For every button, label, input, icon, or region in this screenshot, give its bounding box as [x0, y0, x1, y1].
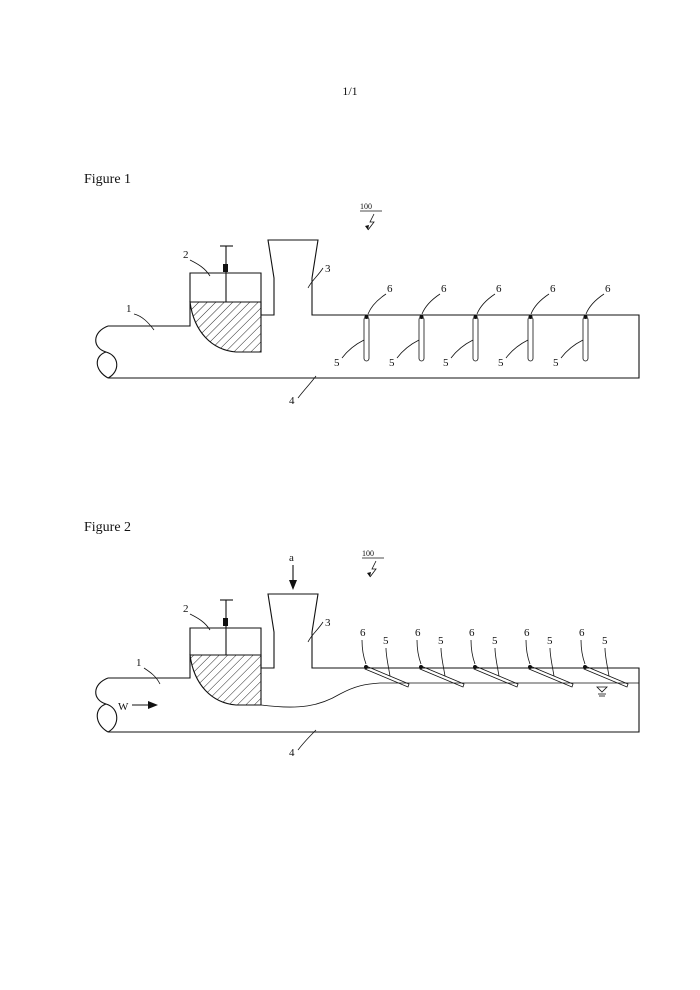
valve: [190, 600, 261, 705]
hinge-pin: [420, 315, 424, 319]
svg-text:6: 6: [550, 283, 556, 295]
hinge-pin: [583, 665, 587, 669]
baffle: [364, 315, 369, 361]
svg-text:100: 100: [360, 202, 372, 211]
svg-text:6: 6: [441, 283, 447, 295]
figure-1-diagram: 100: [96, 202, 639, 407]
svg-text:5: 5: [443, 357, 449, 369]
baffle: [583, 315, 588, 361]
water-surface: [261, 683, 639, 707]
valve: [190, 246, 261, 352]
svg-text:100: 100: [362, 549, 374, 558]
svg-text:5: 5: [547, 635, 553, 647]
svg-text:5: 5: [498, 357, 504, 369]
hinge-pin: [474, 315, 478, 319]
hinge-pin: [419, 665, 423, 669]
feed-arrow: a: [289, 552, 297, 590]
svg-text:6: 6: [605, 283, 611, 295]
flow-direction: W: [118, 701, 158, 713]
water-level-symbol: [597, 687, 607, 696]
figure-2-diagram: 100 a: [96, 549, 639, 759]
svg-text:5: 5: [492, 635, 498, 647]
svg-text:1: 1: [136, 657, 142, 669]
svg-text:W: W: [118, 701, 129, 713]
pipe-break: [96, 326, 117, 378]
assembly-reference-100: 100: [360, 202, 382, 230]
hinge-pin: [364, 665, 368, 669]
hinge-pin: [529, 315, 533, 319]
hinge-pin: [584, 315, 588, 319]
svg-text:4: 4: [289, 395, 295, 407]
baffle: [528, 315, 533, 361]
svg-text:6: 6: [524, 627, 530, 639]
svg-text:3: 3: [325, 263, 331, 275]
svg-text:1: 1: [126, 303, 132, 315]
hinge-pin: [473, 665, 477, 669]
assembly-reference-100: 100: [362, 549, 384, 577]
svg-text:5: 5: [602, 635, 608, 647]
fig1-baffle-row: [364, 315, 588, 361]
svg-text:a: a: [289, 552, 294, 564]
baffle: [419, 315, 424, 361]
svg-text:2: 2: [183, 603, 189, 615]
pipe-break: [96, 678, 117, 732]
svg-text:6: 6: [387, 283, 393, 295]
svg-text:6: 6: [360, 627, 366, 639]
svg-text:6: 6: [469, 627, 475, 639]
svg-text:5: 5: [389, 357, 395, 369]
svg-text:5: 5: [334, 357, 340, 369]
svg-text:6: 6: [496, 283, 502, 295]
svg-text:3: 3: [325, 617, 331, 629]
svg-text:6: 6: [579, 627, 585, 639]
svg-text:4: 4: [289, 747, 295, 759]
svg-text:5: 5: [438, 635, 444, 647]
svg-text:6: 6: [415, 627, 421, 639]
baffle: [473, 315, 478, 361]
svg-text:2: 2: [183, 249, 189, 261]
svg-text:5: 5: [553, 357, 559, 369]
svg-text:5: 5: [383, 635, 389, 647]
hinge-pin: [528, 665, 532, 669]
hinge-pin: [365, 315, 369, 319]
